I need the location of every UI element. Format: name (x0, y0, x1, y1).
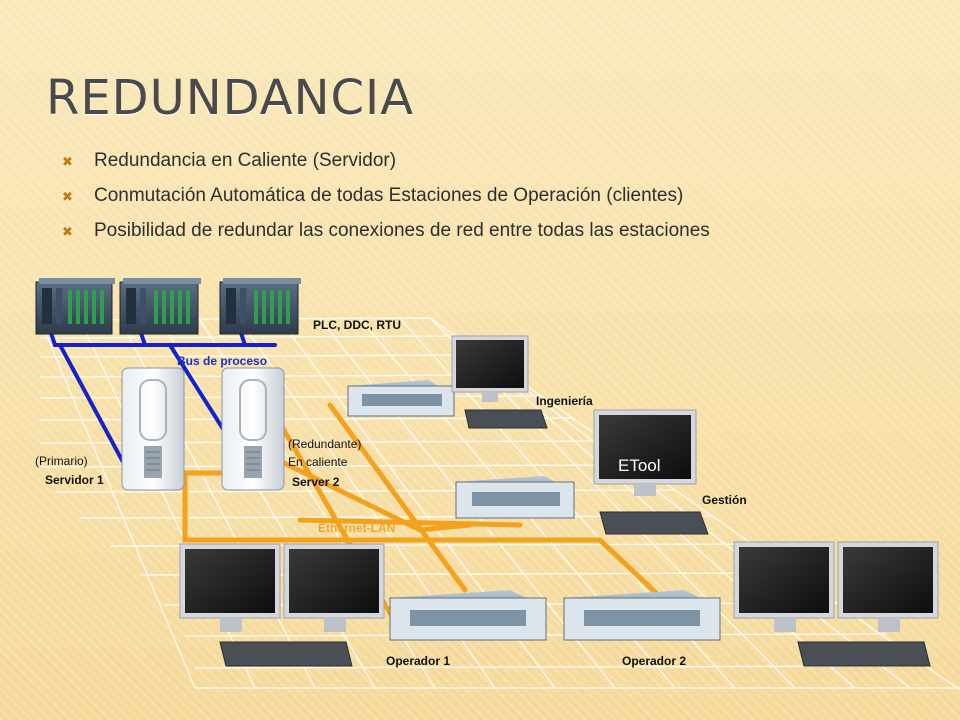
management-keyboard (599, 511, 709, 535)
slide-title: REDUNDANCIA (46, 70, 415, 126)
bullet-text: Conmutación Automática de todas Estacion… (94, 185, 684, 206)
redundant-note: (Redundante) (288, 437, 362, 451)
plc-rack (35, 278, 115, 335)
bus-label: Bus de proceso (177, 354, 268, 368)
x-bullet-icon: ✖ (62, 189, 73, 204)
operator1-computer-box (389, 590, 547, 641)
server1-label: Servidor 1 (45, 473, 104, 487)
server-tower-primary (121, 367, 185, 491)
bullet-text: Posibilidad de redundar las conexiones d… (94, 220, 710, 241)
operator2-monitor-left (733, 541, 835, 632)
engineering-keyboard (464, 409, 548, 429)
operator2-monitor-right (837, 541, 939, 632)
operator2-keyboard (797, 641, 931, 667)
management-label: Gestión (702, 493, 747, 507)
x-bullet-icon: ✖ (62, 224, 73, 239)
server-tower-redundant (221, 367, 285, 491)
ethernet-label: Ethernet-LAN (318, 521, 396, 535)
bullet-item: ✖ Posibilidad de redundar las conexiones … (62, 218, 710, 253)
plc-rack (219, 278, 301, 335)
operator1-label: Operador 1 (386, 654, 451, 668)
plc-rack (119, 278, 201, 335)
etool-monitor (593, 409, 697, 496)
server2-label: Server 2 (292, 475, 340, 489)
operator2-computer-box (563, 590, 721, 641)
primary-note: (Primario) (35, 454, 88, 468)
engineering-label: Ingeniería (536, 394, 593, 408)
management-computer-box (455, 476, 575, 519)
operator1-monitor-left (179, 543, 281, 632)
operator1-monitor-right (283, 543, 385, 632)
engineering-monitor (451, 335, 529, 402)
bullet-text: Redundancia en Caliente (Servidor) (94, 150, 397, 171)
etool-screen-text: ETool (618, 456, 661, 475)
bullet-item: ✖ Conmutación Automática de todas Estacio… (62, 183, 710, 218)
operator2-label: Operador 2 (622, 654, 687, 668)
plc-label: PLC, DDC, RTU (313, 318, 401, 332)
bullet-item: ✖ Redundancia en Caliente (Servidor) (62, 148, 710, 183)
bullet-list: ✖ Redundancia en Caliente (Servidor) ✖ Con… (62, 148, 710, 253)
operator1-keyboard (219, 641, 353, 667)
x-bullet-icon: ✖ (62, 154, 73, 169)
hot-standby-note: En caliente (288, 455, 348, 469)
engineering-computer-box (347, 380, 455, 417)
